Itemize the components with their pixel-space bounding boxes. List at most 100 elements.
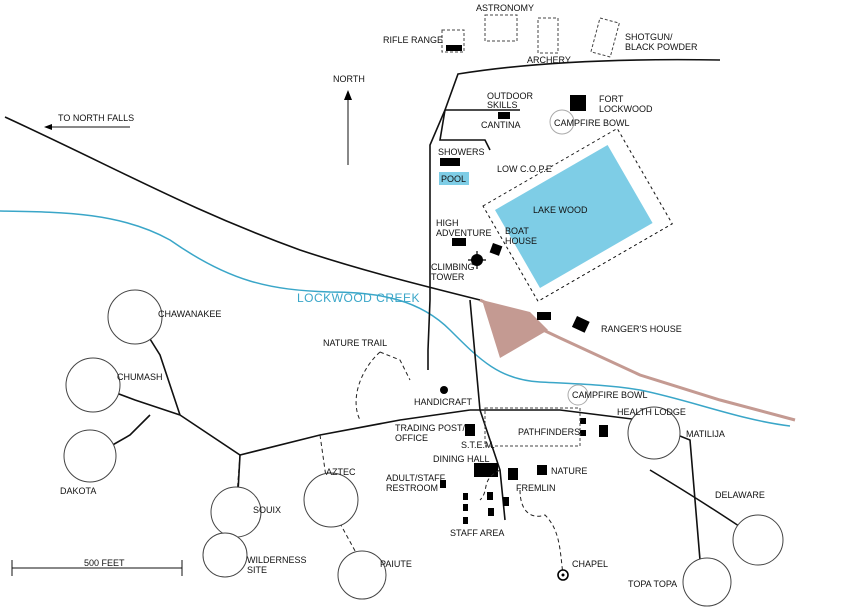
label-boat-house-2: HOUSE xyxy=(505,236,537,246)
label-aztec: AZTEC xyxy=(326,467,356,477)
cantina-building xyxy=(498,112,510,119)
label-rangers-house: RANGER'S HOUSE xyxy=(601,324,682,334)
label-chumash: CHUMASH xyxy=(117,372,163,382)
lockwood-creek xyxy=(0,210,791,427)
label-nature: NATURE xyxy=(551,466,587,476)
pathfinders-building-2 xyxy=(580,430,586,436)
staff-cabin-4 xyxy=(463,504,468,511)
label-north: NORTH xyxy=(333,74,365,84)
pathfinders-building-1 xyxy=(580,418,586,424)
staff-cabin-2 xyxy=(487,492,493,500)
lake-wood xyxy=(495,145,653,288)
label-trading-post-1: TRADING POST/ xyxy=(395,423,466,433)
site-delaware xyxy=(732,514,784,566)
staff-cabin-6 xyxy=(488,508,494,516)
label-climbing-tower-2: TOWER xyxy=(431,272,465,282)
campfire-bowl-south xyxy=(567,384,589,406)
restroom-building xyxy=(440,480,446,488)
label-topa-topa: TOPA TOPA xyxy=(628,579,677,589)
label-matilija: MATILIJA xyxy=(686,429,725,439)
label-scale: 500 FEET xyxy=(84,558,125,568)
site-chumash xyxy=(65,357,121,413)
rangers-house-building-1 xyxy=(537,312,551,320)
label-climbing-tower-1: CLIMBING xyxy=(431,262,475,272)
north-arrow-head xyxy=(344,90,352,100)
road-center xyxy=(469,299,481,411)
label-shotgun-2: BLACK POWDER xyxy=(625,42,698,52)
label-campfire-bowl-south: CAMPFIRE BOWL xyxy=(572,390,648,400)
staff-cabin-1 xyxy=(463,493,468,500)
health-lodge-building xyxy=(599,425,608,437)
showers-building xyxy=(440,158,460,166)
dining-hall-building xyxy=(474,463,498,477)
shotgun-area xyxy=(590,17,620,58)
label-health-lodge: HEALTH LODGE xyxy=(617,407,686,417)
label-astronomy: ASTRONOMY xyxy=(476,3,534,13)
road-inner-west xyxy=(439,109,491,151)
fremlin-building xyxy=(508,468,518,480)
label-outdoor-skills-1: OUTDOOR xyxy=(487,91,533,101)
road-west-loop xyxy=(427,299,431,370)
label-shotgun-1: SHOTGUN/ xyxy=(625,32,673,42)
high-adventure-building xyxy=(452,238,466,246)
trail-chapel xyxy=(519,489,564,576)
boathouse-building xyxy=(489,243,503,256)
label-to-north-falls: TO NORTH FALLS xyxy=(58,113,134,123)
astronomy-area xyxy=(484,14,518,42)
label-rifle-range: RIFLE RANGE xyxy=(383,35,443,45)
label-high-adventure-2: ADVENTURE xyxy=(436,228,492,238)
north-falls-arrow-head xyxy=(44,124,52,130)
label-wilderness-1: WILDERNESS xyxy=(247,555,307,565)
site-dakota xyxy=(63,429,117,483)
pool xyxy=(439,172,469,185)
label-lake-wood: LAKE WOOD xyxy=(533,205,588,215)
trail-nature xyxy=(355,351,381,421)
label-souix: SOUIX xyxy=(253,505,281,515)
label-trading-post-2: OFFICE xyxy=(395,433,428,443)
label-campfire-bowl-north: CAMPFIRE BOWL xyxy=(554,118,630,128)
label-archery: ARCHERY xyxy=(527,55,571,65)
label-chapel: CHAPEL xyxy=(572,559,608,569)
campfire-bowl-north xyxy=(549,109,575,135)
trading-post-building xyxy=(465,424,475,436)
label-pathfinders: PATHFINDERS xyxy=(518,427,580,437)
label-dakota: DAKOTA xyxy=(60,486,96,496)
site-topa-topa xyxy=(682,557,732,607)
label-chawanakee: CHAWANAKEE xyxy=(158,309,221,319)
archery-area xyxy=(537,17,559,54)
label-fort-lockwood-2: LOCKWOOD xyxy=(599,104,653,114)
site-wilderness xyxy=(202,532,248,578)
label-nature-trail: NATURE TRAIL xyxy=(323,338,387,348)
site-aztec xyxy=(303,472,359,528)
label-lockwood-creek: LOCKWOOD CREEK xyxy=(297,291,420,305)
site-matilija xyxy=(627,406,681,460)
road-east xyxy=(480,409,641,421)
label-outdoor-skills-2: SKILLS xyxy=(487,100,518,110)
trail-chapel-b xyxy=(479,469,501,501)
label-cantina: CANTINA xyxy=(481,120,521,130)
label-low-cope: LOW C.O.P.E xyxy=(497,164,552,174)
label-dining-hall: DINING HALL xyxy=(433,454,490,464)
rangers-house-building-2 xyxy=(571,316,590,333)
staff-cabin-3 xyxy=(503,497,509,506)
label-high-adventure-1: HIGH xyxy=(436,218,459,228)
nature-building xyxy=(537,465,547,475)
label-paiute: PAIUTE xyxy=(380,559,412,569)
label-adult-restroom-2: RESTROOM xyxy=(386,483,438,493)
label-staff-area: STAFF AREA xyxy=(450,528,504,538)
road-north-west xyxy=(429,58,721,300)
road-main-south xyxy=(470,409,506,521)
road-north-falls xyxy=(4,116,481,301)
site-paiute xyxy=(337,550,387,600)
climbing-tower-cross xyxy=(468,251,486,269)
staff-cabin-5 xyxy=(463,517,468,524)
label-delaware: DELAWARE xyxy=(715,490,765,500)
pathfinders-area xyxy=(484,407,581,447)
bridge xyxy=(482,300,548,358)
label-wilderness-2: SITE xyxy=(247,565,267,575)
trail-nature-2 xyxy=(379,351,411,381)
label-boat-house-1: BOAT xyxy=(505,226,529,236)
label-handicraft: HANDICRAFT xyxy=(414,397,473,407)
low-cope-area xyxy=(482,127,673,302)
